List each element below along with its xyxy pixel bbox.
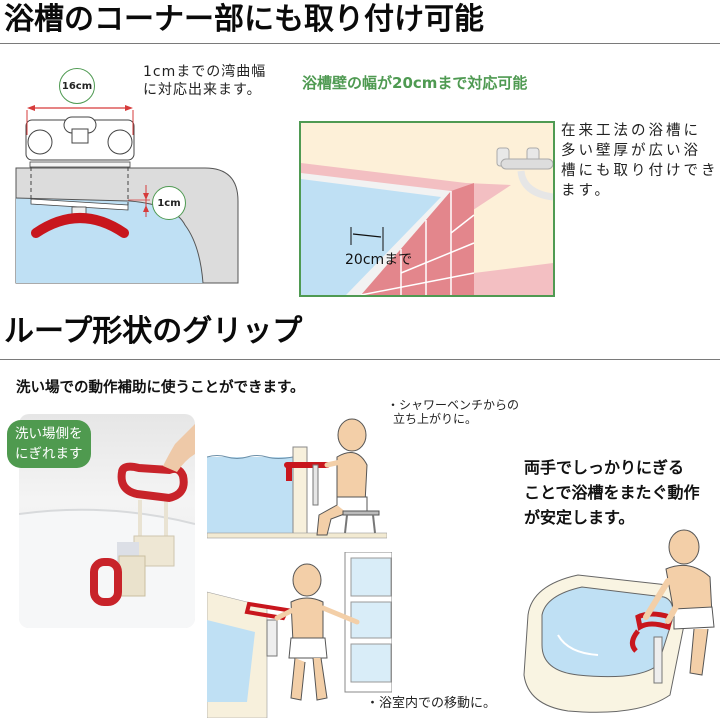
section-title-loop-grip: ループ形状のグリップ (4, 314, 303, 349)
corner-curve-diagram: 16cm 1cm (0, 55, 300, 295)
wall-note-line2: 多い壁厚が広い浴 (561, 143, 701, 159)
moving-illustration (206, 551, 393, 719)
measure-20cm-label: 20cmまで (345, 252, 413, 268)
wall-note-line1: 在来工法の浴槽に (561, 123, 701, 139)
tub-caption-line1: 両手でしっかりにぎる (524, 458, 685, 477)
grip-callout-bubble: 洗い場側を にぎれます (7, 420, 91, 468)
section-title-corner: 浴槽のコーナー部にも取り付け可能 (4, 2, 484, 37)
bathroom-move-graphic (206, 551, 393, 719)
width-16cm-label: 16cm (59, 68, 95, 104)
bench-standup-graphic (206, 418, 388, 539)
bubble-line2: にぎれます (15, 446, 83, 462)
tub-caption-line3: が安定します。 (524, 508, 635, 527)
curve-note-line2: に対応出来ます。 (143, 82, 262, 98)
tile-tub-graphic (301, 147, 553, 295)
section-divider (0, 43, 720, 44)
usage-subheading: 洗い場での動作補助に使うことができます。 (16, 380, 305, 396)
tub-straddle-graphic (523, 529, 715, 713)
curve-1cm-label: 1cm (152, 186, 186, 220)
wall-width-heading: 浴槽壁の幅が20cmまで対応可能 (302, 74, 528, 92)
move-caption: ・浴室内での移動に。 (366, 696, 497, 711)
grip-photo-graphic (19, 424, 195, 628)
wall-note-line4: ます。 (561, 183, 613, 199)
bench-caption-line1: ・シャワーベンチからの (387, 398, 520, 412)
bubble-line1: 洗い場側を (15, 426, 83, 442)
bench-caption-line2: 立ち上がりに。 (393, 412, 478, 426)
section-divider (0, 359, 720, 360)
tub-straddle-illustration (518, 525, 720, 720)
wall-note-line3: 槽にも取り付けでき (561, 163, 719, 179)
thick-wall-diagram: 20cmまで (299, 121, 555, 297)
curve-note-line1: 1cmまでの湾曲幅 (143, 64, 267, 80)
bench-illustration (206, 405, 388, 545)
tub-caption-line2: ことで浴槽をまたぐ動作 (524, 483, 700, 502)
